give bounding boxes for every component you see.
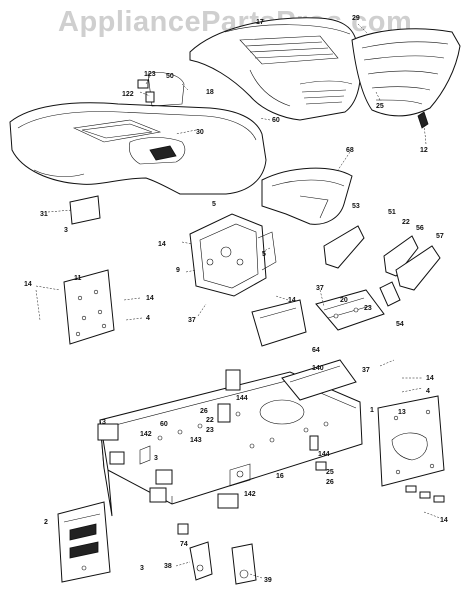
callout-labels: 17 29 123 122 50 18 25 30 60 12 68 31 3 … [24, 15, 448, 584]
fender-body-part [9, 72, 267, 195]
callout-122: 122 [122, 91, 134, 98]
callout-123: 123 [144, 71, 156, 78]
callout-31: 31 [40, 211, 48, 218]
leader-lines [35, 23, 441, 579]
callout-54: 54 [396, 321, 404, 328]
callout-140: 140 [312, 365, 324, 372]
callout-13: 13 [398, 409, 406, 416]
callout-2: 2 [44, 519, 48, 526]
callout-12: 12 [420, 147, 428, 154]
callout-142: 142 [140, 431, 152, 438]
rear-plate-2-part [57, 501, 111, 583]
callout-26b: 26 [326, 479, 334, 486]
callout-14d: 14 [288, 297, 296, 304]
callout-14c: 14 [146, 295, 154, 302]
callout-18: 18 [206, 89, 214, 96]
callout-143: 143 [190, 437, 202, 444]
callout-57: 57 [436, 233, 444, 240]
callout-23: 23 [364, 305, 372, 312]
callout-4b: 4 [426, 388, 430, 395]
callout-3b: 3 [102, 419, 106, 426]
callout-3: 3 [64, 227, 68, 234]
callout-29: 29 [352, 15, 360, 22]
callout-144b: 144 [318, 451, 330, 458]
callout-23b: 23 [206, 427, 214, 434]
callout-16: 16 [276, 473, 284, 480]
hood-part [189, 17, 361, 121]
callout-64: 64 [312, 347, 320, 354]
callout-144: 144 [236, 395, 248, 402]
callout-14b: 14 [24, 281, 32, 288]
callout-38: 38 [164, 563, 172, 570]
callout-9: 9 [176, 267, 180, 274]
callout-53: 53 [352, 203, 360, 210]
callout-60b: 60 [160, 421, 168, 428]
callout-1: 1 [370, 407, 374, 414]
callout-51: 51 [388, 209, 396, 216]
side-panel-11-part [63, 269, 115, 345]
callout-37c: 37 [362, 367, 370, 374]
callout-22b: 22 [206, 417, 214, 424]
callout-14e: 14 [426, 375, 434, 382]
callout-39: 39 [264, 577, 272, 584]
brackets-38-39-part [189, 541, 257, 585]
callout-68: 68 [346, 147, 354, 154]
side-plate-13-part [377, 395, 445, 487]
grille-bumper-part [351, 28, 461, 129]
callout-14: 14 [158, 241, 166, 248]
callout-37: 37 [188, 317, 196, 324]
callout-56: 56 [416, 225, 424, 232]
callout-5: 5 [212, 201, 216, 208]
callout-60: 60 [272, 117, 280, 124]
callout-20: 20 [340, 297, 348, 304]
callout-11: 11 [74, 275, 82, 282]
dash-plate-9-part [189, 213, 277, 297]
pedal-brackets-part [323, 225, 441, 307]
callout-25: 25 [376, 103, 384, 110]
shield-68-part [261, 167, 353, 225]
console-bracket-20-part [251, 289, 385, 347]
callout-30: 30 [196, 129, 204, 136]
callout-142b: 142 [244, 491, 256, 498]
callout-25b: 25 [326, 469, 334, 476]
callout-37b: 37 [316, 285, 324, 292]
callout-3d: 3 [140, 565, 144, 572]
callout-17: 17 [256, 19, 264, 26]
callout-22: 22 [402, 219, 410, 226]
callout-4: 4 [146, 315, 150, 322]
fasteners [69, 79, 445, 535]
callout-14f: 14 [440, 517, 448, 524]
callout-50: 50 [166, 73, 174, 80]
callout-5b: 5 [262, 251, 266, 258]
callout-26: 26 [200, 408, 208, 415]
callout-3c: 3 [154, 455, 158, 462]
callout-74: 74 [180, 541, 188, 548]
